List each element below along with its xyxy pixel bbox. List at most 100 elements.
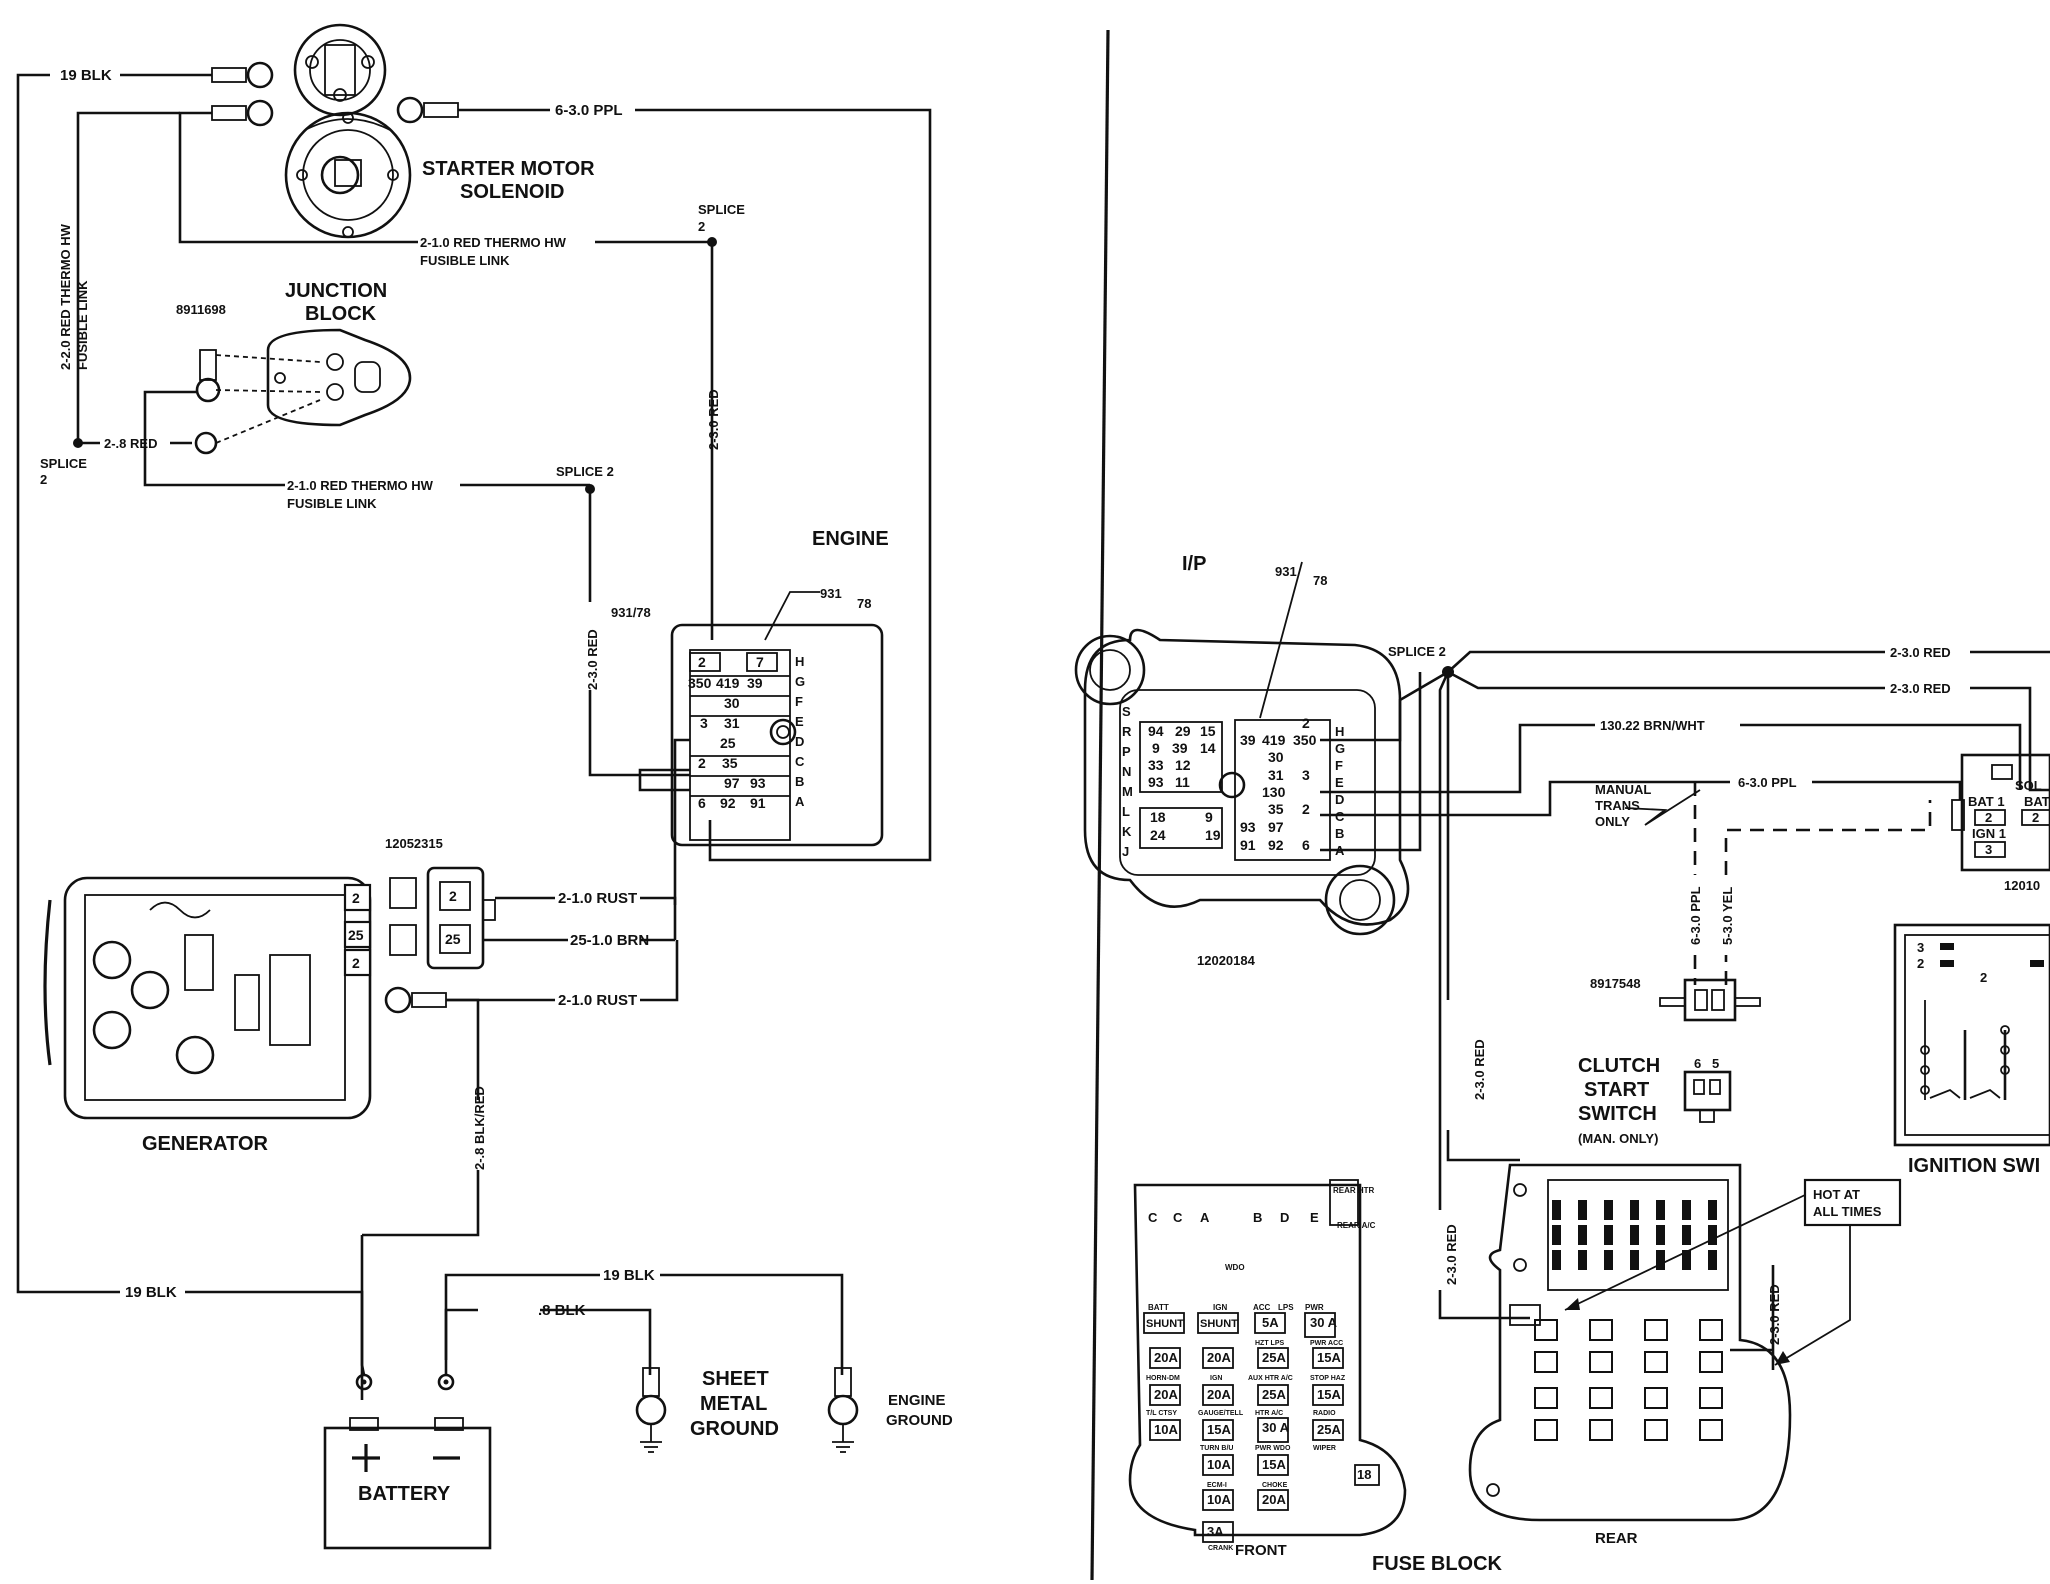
ip-letter: L — [1122, 804, 1130, 819]
ring-terminal — [396, 96, 459, 124]
fuse-caption: PWR WDO — [1255, 1445, 1291, 1452]
fuse-cavity — [1644, 1387, 1668, 1409]
wire-label: FUSIBLE LINK — [420, 253, 510, 268]
ip-pin: 33 — [1148, 757, 1164, 773]
engine-pin: 2 — [698, 654, 706, 670]
fuse-cavity — [1699, 1351, 1723, 1373]
ip-pin: 94 — [1148, 723, 1164, 739]
ip-letter: S — [1122, 704, 1131, 719]
ign-pin: SOL — [2015, 778, 2042, 793]
clutch-title-3: SWITCH — [1578, 1103, 1657, 1125]
fuse-value: 15A — [1317, 1350, 1341, 1365]
wire-label: 78 — [857, 596, 871, 611]
ip-pin: 24 — [1150, 827, 1166, 843]
fuse-terminal — [1578, 1250, 1587, 1270]
fuse-value: 25A — [1317, 1422, 1341, 1437]
fuse-letter: A — [1200, 1210, 1210, 1225]
wire-label: 2-1.0 RUST — [558, 890, 637, 907]
fuse-front-fuses: SHUNT SHUNT 5A 30 A 20A 20A 25A 15A 20A … — [1143, 1312, 1380, 1543]
fuse-front-captions: WDO HZT LPS PWR ACC HORN-DM IGN AUX HTR … — [1146, 1263, 1346, 1552]
hot-callout — [1803, 1178, 1902, 1227]
wire-splice-ip — [1320, 670, 1449, 742]
manual-leader — [1624, 789, 1701, 826]
engine-pin: 91 — [750, 795, 766, 811]
wire-label: 931 — [820, 586, 842, 601]
ip-pin: 14 — [1200, 740, 1216, 756]
fuse-caption: STOP HAZ — [1310, 1375, 1346, 1382]
fuse-value: 30 A — [1310, 1315, 1338, 1330]
clutch-part: 8917548 — [1590, 976, 1641, 991]
battery — [323, 1373, 492, 1550]
wire-label: 5-3.0 YEL — [1720, 887, 1735, 945]
wire-label: 19 BLK — [60, 67, 112, 84]
fuse-caption: CHOKE — [1262, 1482, 1288, 1489]
fuse-letter: E — [1310, 1210, 1319, 1225]
engine-letters: H G F E D C B A — [795, 654, 805, 809]
engine-pin: 3 — [700, 715, 708, 731]
fuse-cavity — [1699, 1319, 1723, 1341]
splice-label: 2 — [40, 472, 47, 487]
wire-8blk — [444, 1308, 652, 1375]
wire-label: 2-3.0 RED — [1472, 1039, 1487, 1100]
fuse-cavity — [1644, 1419, 1668, 1441]
fuse-front-label: FRONT — [1235, 1542, 1287, 1559]
fuse-terminal — [1552, 1250, 1561, 1270]
fuse-caption: HORN-DM — [1146, 1375, 1180, 1382]
fuse-terminal — [1656, 1225, 1665, 1245]
fuse-value: 10A — [1207, 1457, 1231, 1472]
generator-plug: 2 25 — [389, 866, 496, 970]
fuse-letter: C — [1173, 1210, 1183, 1225]
engine-pin: 30 — [724, 695, 740, 711]
fuse-terminal — [1630, 1250, 1639, 1270]
fuse-caption: LPS — [1278, 1303, 1294, 1312]
ip-pin: 29 — [1175, 723, 1191, 739]
fuse-block-title: FUSE BLOCK — [1372, 1553, 1503, 1575]
ring-terminal — [211, 61, 274, 89]
engine-letter: D — [795, 734, 804, 749]
ip-letter: H — [1335, 724, 1344, 739]
fuse-caption: BATT — [1148, 1303, 1169, 1312]
engine-letter: B — [795, 774, 804, 789]
fuse-rear-htr: REAR HTR — [1333, 1186, 1375, 1195]
ip-letter: F — [1335, 758, 1343, 773]
ip-letter: R — [1122, 724, 1132, 739]
wire-label: 2-.8 BLK/RED — [472, 1086, 487, 1170]
junction-block — [194, 328, 412, 455]
plug-pin: 25 — [445, 931, 461, 947]
fuse-caption: PWR — [1305, 1303, 1324, 1312]
fuse-caption: HTR A/C — [1255, 1410, 1283, 1417]
fuse-terminal — [1682, 1200, 1691, 1220]
ip-pin: 130 — [1262, 784, 1286, 800]
fuse-value: 25A — [1262, 1350, 1286, 1365]
ground-label: METAL — [700, 1393, 767, 1415]
ip-letter: J — [1122, 844, 1129, 859]
ground-label: SHEET — [702, 1368, 769, 1390]
fuse-value: 20A — [1207, 1350, 1231, 1365]
splice-label: SPLICE 2 — [556, 464, 614, 479]
fuse-value: 20A — [1154, 1350, 1178, 1365]
wire-r230red-1 — [1447, 650, 2050, 673]
engine-pin: 93 — [750, 775, 766, 791]
fuse-value: SHUNT — [1146, 1318, 1184, 1330]
wire-engine-feed — [638, 768, 690, 792]
fuse-cavity — [1589, 1387, 1613, 1409]
plug-pin: 2 — [449, 888, 457, 904]
wire-210red-fl1 — [178, 111, 714, 640]
ip-pin: 15 — [1200, 723, 1216, 739]
wire-label: FUSIBLE LINK — [287, 496, 377, 511]
fuse-caption: RADIO — [1313, 1410, 1336, 1417]
clutch-note: (MAN. ONLY) — [1578, 1131, 1658, 1146]
generator-pin: 25 — [348, 927, 364, 943]
fuse-caption: PWR ACC — [1310, 1340, 1343, 1347]
splice-label: 2 — [698, 219, 705, 234]
wire-label: 2-3.0 RED — [1444, 1224, 1459, 1285]
wire-label: 6-3.0 PPL — [1738, 775, 1797, 790]
engine-letter: C — [795, 754, 805, 769]
engine-letter: H — [795, 654, 804, 669]
ign-switch-pin: 3 — [1917, 940, 1924, 955]
ip-pin: 39 — [1172, 740, 1188, 756]
ip-connector — [1074, 628, 1410, 936]
ip-letters-left: S R P N M L K J — [1122, 704, 1133, 859]
ip-letter: K — [1122, 824, 1132, 839]
fuse-value: 10A — [1207, 1492, 1231, 1507]
